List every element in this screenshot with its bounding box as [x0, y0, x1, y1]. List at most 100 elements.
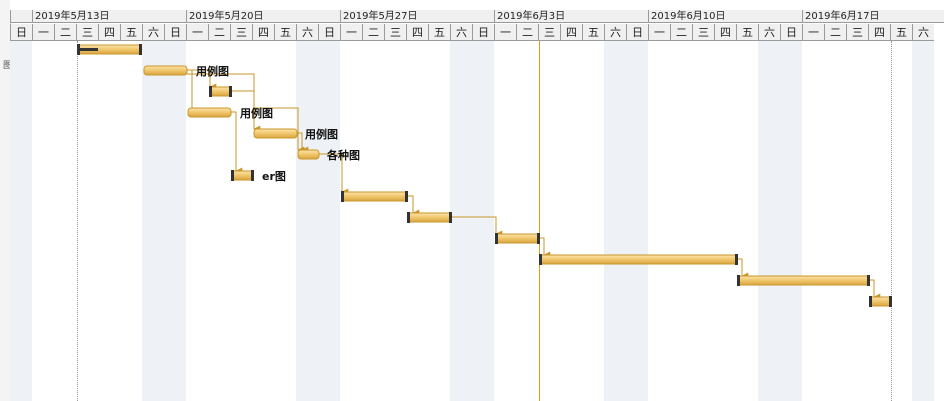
task-list-label: 图 [1, 60, 11, 69]
day-cell: 四 [406, 24, 428, 41]
day-cell: 二 [516, 24, 538, 41]
task-bar-t2[interactable] [143, 65, 188, 76]
day-cell: 六 [142, 24, 164, 41]
day-cell: 六 [604, 24, 626, 41]
bar-cap-r [405, 191, 408, 202]
day-cell: 三 [384, 24, 406, 41]
day-cell: 三 [692, 24, 714, 41]
day-cell: 日 [10, 24, 32, 41]
day-cell: 二 [208, 24, 230, 41]
bar-cap-r [139, 44, 142, 55]
task-bar-t6[interactable] [297, 149, 320, 160]
task-bar-t7[interactable] [231, 170, 254, 181]
day-cell: 一 [186, 24, 208, 41]
task-bar-t11[interactable] [539, 254, 738, 265]
day-cell: 五 [736, 24, 758, 41]
day-cell: 三 [230, 24, 252, 41]
day-cell: 日 [164, 24, 186, 41]
weekend-band [296, 41, 318, 401]
dependency-link [451, 216, 503, 238]
day-cell: 五 [890, 24, 912, 41]
dependency-links [187, 69, 881, 301]
day-cell: 一 [32, 24, 54, 41]
task-bar-group [77, 44, 892, 307]
dependency-link [187, 69, 217, 91]
bar-cap-r [735, 254, 738, 265]
day-cell: 四 [560, 24, 582, 41]
bar-cap-r [449, 212, 452, 223]
day-cell: 四 [98, 24, 120, 41]
day-cell: 五 [120, 24, 142, 41]
bar-cap-l [407, 212, 410, 223]
week-cell: 2019年6月10日 [648, 10, 802, 23]
week-cell: 2019年5月13日 [32, 10, 186, 23]
weekend-band [758, 41, 780, 401]
weekend-band [142, 41, 164, 401]
day-cell: 三 [76, 24, 98, 41]
task-bar-t4[interactable] [187, 107, 232, 118]
bar-cap-l [231, 170, 234, 181]
day-cell: 五 [428, 24, 450, 41]
bar-cap-r [537, 233, 540, 244]
task-label-t2: 用例图 [196, 65, 229, 78]
weekend-band [472, 41, 494, 401]
day-cell: 四 [252, 24, 274, 41]
day-cell: 三 [538, 24, 560, 41]
bar-cap-r [229, 86, 232, 97]
weekend-band [10, 41, 32, 401]
dependency-link [319, 153, 349, 196]
day-cell: 五 [582, 24, 604, 41]
weekend-band [626, 41, 648, 401]
task-bar-t10[interactable] [495, 233, 540, 244]
week-cell: 2019年6月17日 [802, 10, 944, 23]
day-cell: 一 [494, 24, 516, 41]
task-bar-t8[interactable] [341, 191, 408, 202]
progress-bar [78, 48, 98, 51]
day-cell: 五 [274, 24, 296, 41]
day-cell: 二 [824, 24, 846, 41]
day-cell: 六 [758, 24, 780, 41]
finish-dotted-line [891, 41, 892, 401]
dependency-link [737, 258, 749, 280]
bar-cap-l [209, 86, 212, 97]
day-cell: 一 [648, 24, 670, 41]
bar-cap-r [251, 170, 254, 181]
task-bar-t9[interactable] [407, 212, 452, 223]
day-cell: 六 [912, 24, 934, 41]
day-cell: 日 [626, 24, 648, 41]
bar-cap-l [495, 233, 498, 244]
day-cell: 一 [340, 24, 362, 41]
task-bar-t13[interactable] [869, 296, 892, 307]
weekend-band [604, 41, 626, 401]
weekend-band [164, 41, 186, 401]
dependency-link [297, 132, 309, 154]
day-cell: 日 [472, 24, 494, 41]
current-date-line [539, 41, 540, 401]
task-bar-t3[interactable] [209, 86, 232, 97]
dependency-link [231, 111, 243, 175]
weekend-band [912, 41, 934, 401]
weekend-band [318, 41, 340, 401]
weekend-band [450, 41, 472, 401]
task-bar-t12[interactable] [737, 275, 870, 286]
day-cell: 日 [318, 24, 340, 41]
bar-cap-l [539, 254, 542, 265]
week-cell: 2019年5月20日 [186, 10, 340, 23]
task-label-t6: 各种图 [327, 149, 360, 162]
weekend-band [780, 41, 802, 401]
day-cell: 四 [714, 24, 736, 41]
week-cell-lead [10, 10, 32, 23]
day-cell: 六 [450, 24, 472, 41]
day-cell: 二 [362, 24, 384, 41]
task-bar-t5[interactable] [253, 128, 298, 139]
day-cell: 四 [868, 24, 890, 41]
dependency-link [407, 195, 420, 217]
progress-dotted-line [77, 41, 78, 401]
bar-cap-r [889, 296, 892, 307]
dependency-link [869, 279, 881, 301]
day-cell: 一 [802, 24, 824, 41]
dependency-link [187, 69, 199, 117]
day-cell: 三 [846, 24, 868, 41]
